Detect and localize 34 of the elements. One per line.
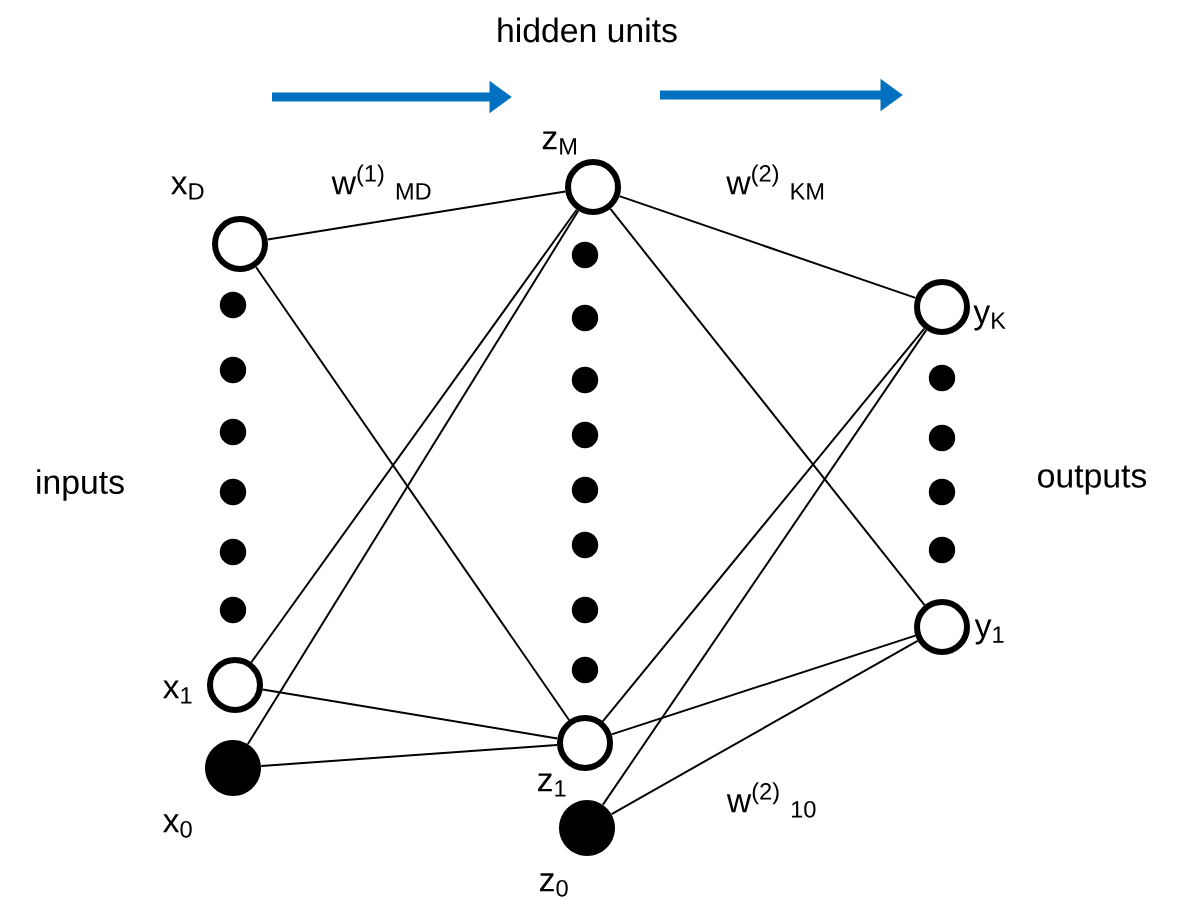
connection-line: [610, 639, 919, 816]
connection-line: [618, 195, 917, 299]
node-label: z$_{1}$: [538, 773, 566, 797]
neuron-circle: [914, 598, 971, 656]
neuron-circle: [205, 740, 261, 796]
text-label: w$^{(2)}$ 10: [726, 782, 816, 818]
connection-line: [609, 207, 926, 607]
connection-line: [601, 329, 928, 806]
neuron-circle: [564, 158, 622, 216]
connection-line: [610, 634, 917, 736]
connection-line: [254, 266, 571, 721]
connection-line: [266, 190, 567, 241]
node-label: z$_{M}$: [542, 131, 576, 155]
neuron-circle: [211, 215, 269, 273]
node-label: x$_{D}$: [171, 176, 204, 200]
node-label: z$_{0}$: [540, 873, 568, 897]
neuron-circle: [914, 278, 971, 336]
connection-line: [250, 208, 578, 664]
text-label: w$^{(2)}$ KM: [726, 164, 824, 200]
connection-line: [260, 744, 559, 767]
neuron-circle: [557, 714, 614, 771]
connection-line: [261, 688, 559, 740]
neuron-circle: [206, 656, 264, 714]
text-label: outputs: [1038, 465, 1147, 495]
connection-line: [601, 327, 926, 723]
text-label: w$^{(1)}$ MD: [331, 164, 431, 200]
neuron-circle: [559, 800, 615, 856]
connection-line: [246, 209, 580, 745]
text-label: hidden units: [498, 17, 677, 43]
node-label: x$_{0}$: [163, 814, 192, 838]
node-label: y$_{K}$: [973, 305, 1006, 331]
text-label: inputs: [37, 469, 124, 501]
node-label: y$_{1}$: [974, 619, 1004, 645]
node-label: x$_{1}$: [163, 680, 192, 704]
